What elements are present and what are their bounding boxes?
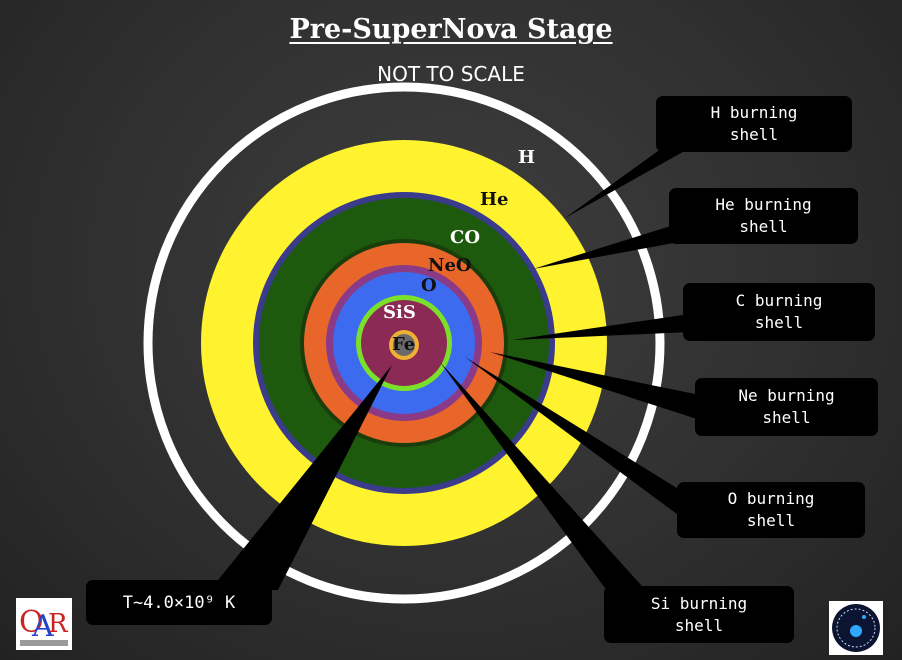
- h-layer-label: H: [518, 147, 535, 168]
- page-subtitle: NOT TO SCALE: [377, 62, 525, 86]
- o-burning-pointer: [465, 357, 685, 520]
- co-layer-label: CO: [450, 227, 480, 248]
- si-burning-pointer: [440, 362, 650, 595]
- si-burning-shell-text: Si burning shell: [650, 593, 748, 635]
- fe-core: [393, 334, 415, 356]
- h-burning-shell-callout: H burning shell: [656, 96, 852, 152]
- svg-text:A: A: [31, 609, 54, 644]
- outer-boundary-ring: [143, 82, 665, 604]
- h-burning-shell-text: H burning shell: [710, 103, 798, 144]
- svg-text:R: R: [48, 609, 69, 639]
- temperature-text: T~4.0×10⁹ K: [122, 592, 236, 613]
- he-burning-shell-text: He burning shell: [715, 195, 812, 236]
- he-burning-pointer: [533, 220, 690, 269]
- si-burning-shell-callout: Si burning shell: [604, 586, 794, 643]
- c-burning-pointer: [512, 314, 690, 340]
- oar-logo-graphic: O A R: [16, 598, 72, 650]
- he-layer-label: He: [480, 189, 508, 210]
- temperature-pointer: [210, 365, 392, 590]
- ne-burning-shell-text: Ne burning shell: [738, 386, 835, 427]
- svg-text:O: O: [19, 605, 44, 640]
- fe-core-label: Fe: [392, 334, 415, 355]
- ne-burning-shell-callout: Ne burning shell: [695, 378, 878, 436]
- sis-layer-label: SiS: [383, 302, 416, 323]
- he-burning-shell-callout: He burning shell: [669, 188, 858, 244]
- inaf-logo-graphic: [829, 601, 883, 655]
- temperature-callout: T~4.0×10⁹ K: [86, 580, 272, 625]
- c-burning-shell-text: C burning shell: [735, 291, 823, 332]
- c-burning-shell-callout: C burning shell: [683, 283, 875, 341]
- oar-logo: O A R: [16, 598, 72, 650]
- ne-burning-pointer: [490, 352, 700, 420]
- neo-layer-label: NeO: [428, 255, 472, 276]
- inaf-logo: [829, 601, 883, 655]
- o-layer-label: O: [421, 275, 437, 296]
- page-title: Pre-SuperNova Stage: [289, 14, 613, 45]
- o-burning-shell-text: O burning shell: [727, 489, 815, 530]
- o-burning-shell-callout: O burning shell: [677, 482, 865, 538]
